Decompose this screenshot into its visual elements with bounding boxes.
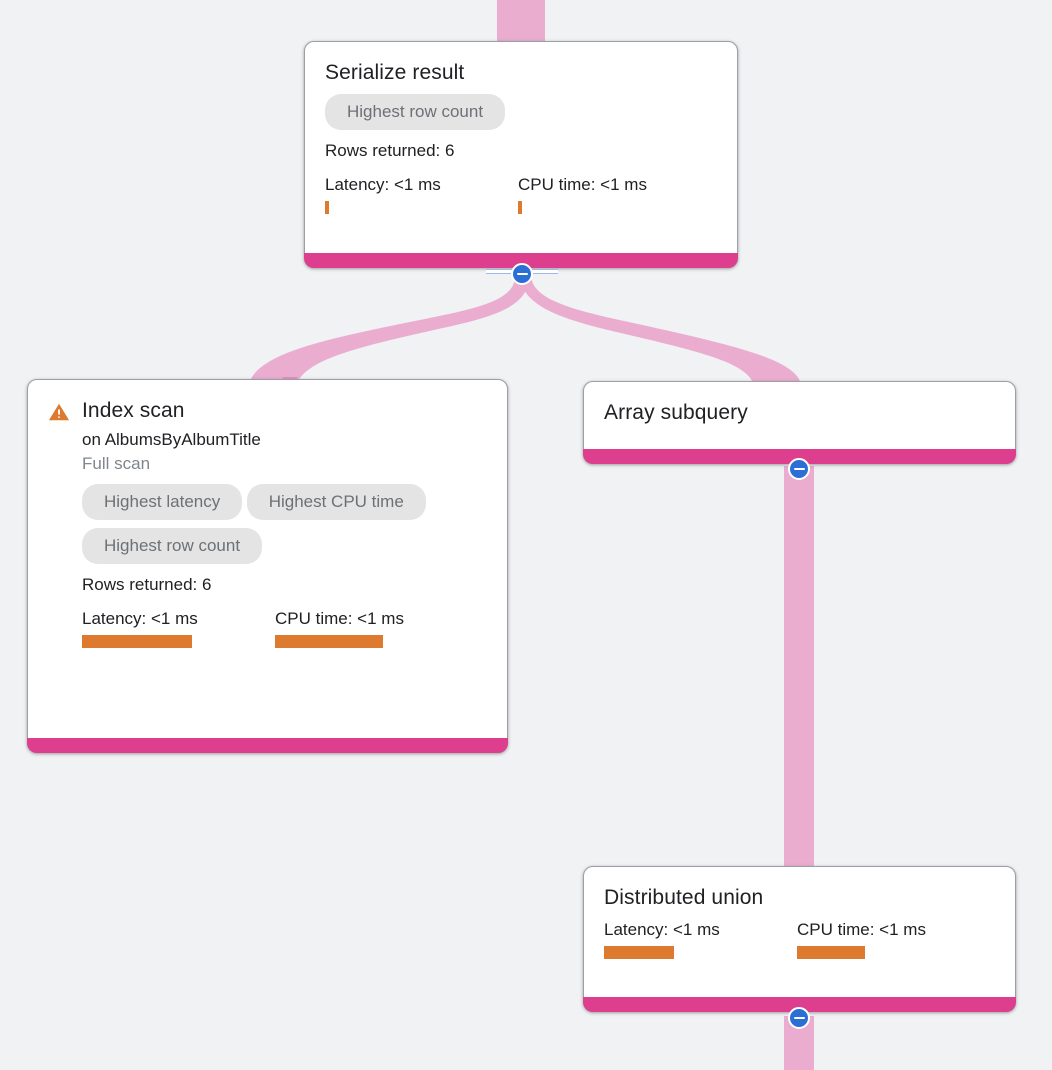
- node-accent-bar: [304, 253, 738, 268]
- node-index-scan[interactable]: Index scan on AlbumsByAlbumTitle Full sc…: [27, 379, 508, 753]
- scan-type: Full scan: [82, 454, 151, 473]
- edge-serialize-to-index-scan: [250, 276, 530, 381]
- node-title: Index scan: [82, 399, 185, 422]
- warning-triangle-icon: [48, 403, 70, 421]
- node-body: Index scan on AlbumsByAlbumTitle Full sc…: [28, 380, 507, 664]
- node-body: Distributed union Latency: <1 ms CPU tim…: [584, 867, 1015, 959]
- metric-latency: Latency: <1 ms: [82, 608, 275, 648]
- title-row: Serialize result: [325, 60, 717, 86]
- node-body: Array subquery: [584, 382, 1015, 426]
- node-serialize-result[interactable]: Serialize result Highest row count Rows …: [304, 41, 738, 268]
- node-body: Serialize result Highest row count Rows …: [305, 42, 737, 230]
- metric-latency: Latency: <1 ms: [325, 174, 518, 214]
- branch-rail-right: [532, 269, 558, 274]
- metric-latency-bar: [82, 635, 192, 648]
- edge-serialize-to-array-subquery: [520, 276, 800, 381]
- chip-highest-row-count: Highest row count: [82, 528, 263, 564]
- rows-returned: Rows returned: 6: [82, 575, 212, 594]
- chip-group: Highest latency Highest CPU time Highest…: [82, 476, 487, 564]
- node-accent-bar: [583, 997, 1016, 1012]
- metric-cpu-time-label: CPU time: <1 ms: [797, 920, 926, 939]
- collapse-toggle-distributed-union[interactable]: [788, 1007, 810, 1029]
- metric-cpu-time-label: CPU time: <1 ms: [518, 175, 647, 194]
- metric-cpu-time-bar: [797, 946, 865, 959]
- metric-latency-label: Latency: <1 ms: [82, 609, 198, 628]
- collapse-toggle-array-subquery[interactable]: [788, 458, 810, 480]
- title-row: Index scan: [48, 398, 487, 424]
- collapse-toggle-serialize-result[interactable]: [511, 263, 533, 285]
- title-row: Array subquery: [604, 400, 995, 426]
- node-title: Distributed union: [604, 886, 764, 909]
- metrics: Latency: <1 ms CPU time: <1 ms: [82, 608, 487, 648]
- metric-cpu-time: CPU time: <1 ms: [797, 919, 926, 959]
- metric-cpu-time: CPU time: <1 ms: [518, 174, 647, 214]
- metric-latency-bar: [325, 201, 329, 214]
- metrics: Latency: <1 ms CPU time: <1 ms: [325, 174, 717, 214]
- node-title: Serialize result: [325, 61, 465, 84]
- edge-incoming-top: [497, 0, 545, 44]
- metric-cpu-time-bar: [518, 201, 522, 214]
- node-accent-bar: [583, 449, 1016, 464]
- metric-cpu-time-label: CPU time: <1 ms: [275, 609, 404, 628]
- node-accent-bar: [27, 738, 508, 753]
- branch-rail-left: [486, 269, 512, 274]
- edge-array-subquery-to-distributed-union: [784, 466, 814, 868]
- node-array-subquery[interactable]: Array subquery: [583, 381, 1016, 464]
- node-title: Array subquery: [604, 401, 748, 424]
- index-name: on AlbumsByAlbumTitle: [82, 430, 261, 449]
- metric-latency-label: Latency: <1 ms: [604, 920, 720, 939]
- metric-latency-bar: [604, 946, 674, 959]
- metric-latency: Latency: <1 ms: [604, 919, 797, 959]
- metric-cpu-time-bar: [275, 635, 383, 648]
- chip-highest-row-count: Highest row count: [325, 94, 506, 130]
- chip-highest-latency: Highest latency: [82, 484, 243, 520]
- chip-highest-cpu-time: Highest CPU time: [246, 484, 426, 520]
- metrics: Latency: <1 ms CPU time: <1 ms: [604, 919, 995, 959]
- rows-returned: Rows returned: 6: [325, 141, 455, 160]
- metric-cpu-time: CPU time: <1 ms: [275, 608, 404, 648]
- metric-latency-label: Latency: <1 ms: [325, 175, 441, 194]
- node-distributed-union[interactable]: Distributed union Latency: <1 ms CPU tim…: [583, 866, 1016, 1012]
- title-row: Distributed union: [604, 885, 995, 911]
